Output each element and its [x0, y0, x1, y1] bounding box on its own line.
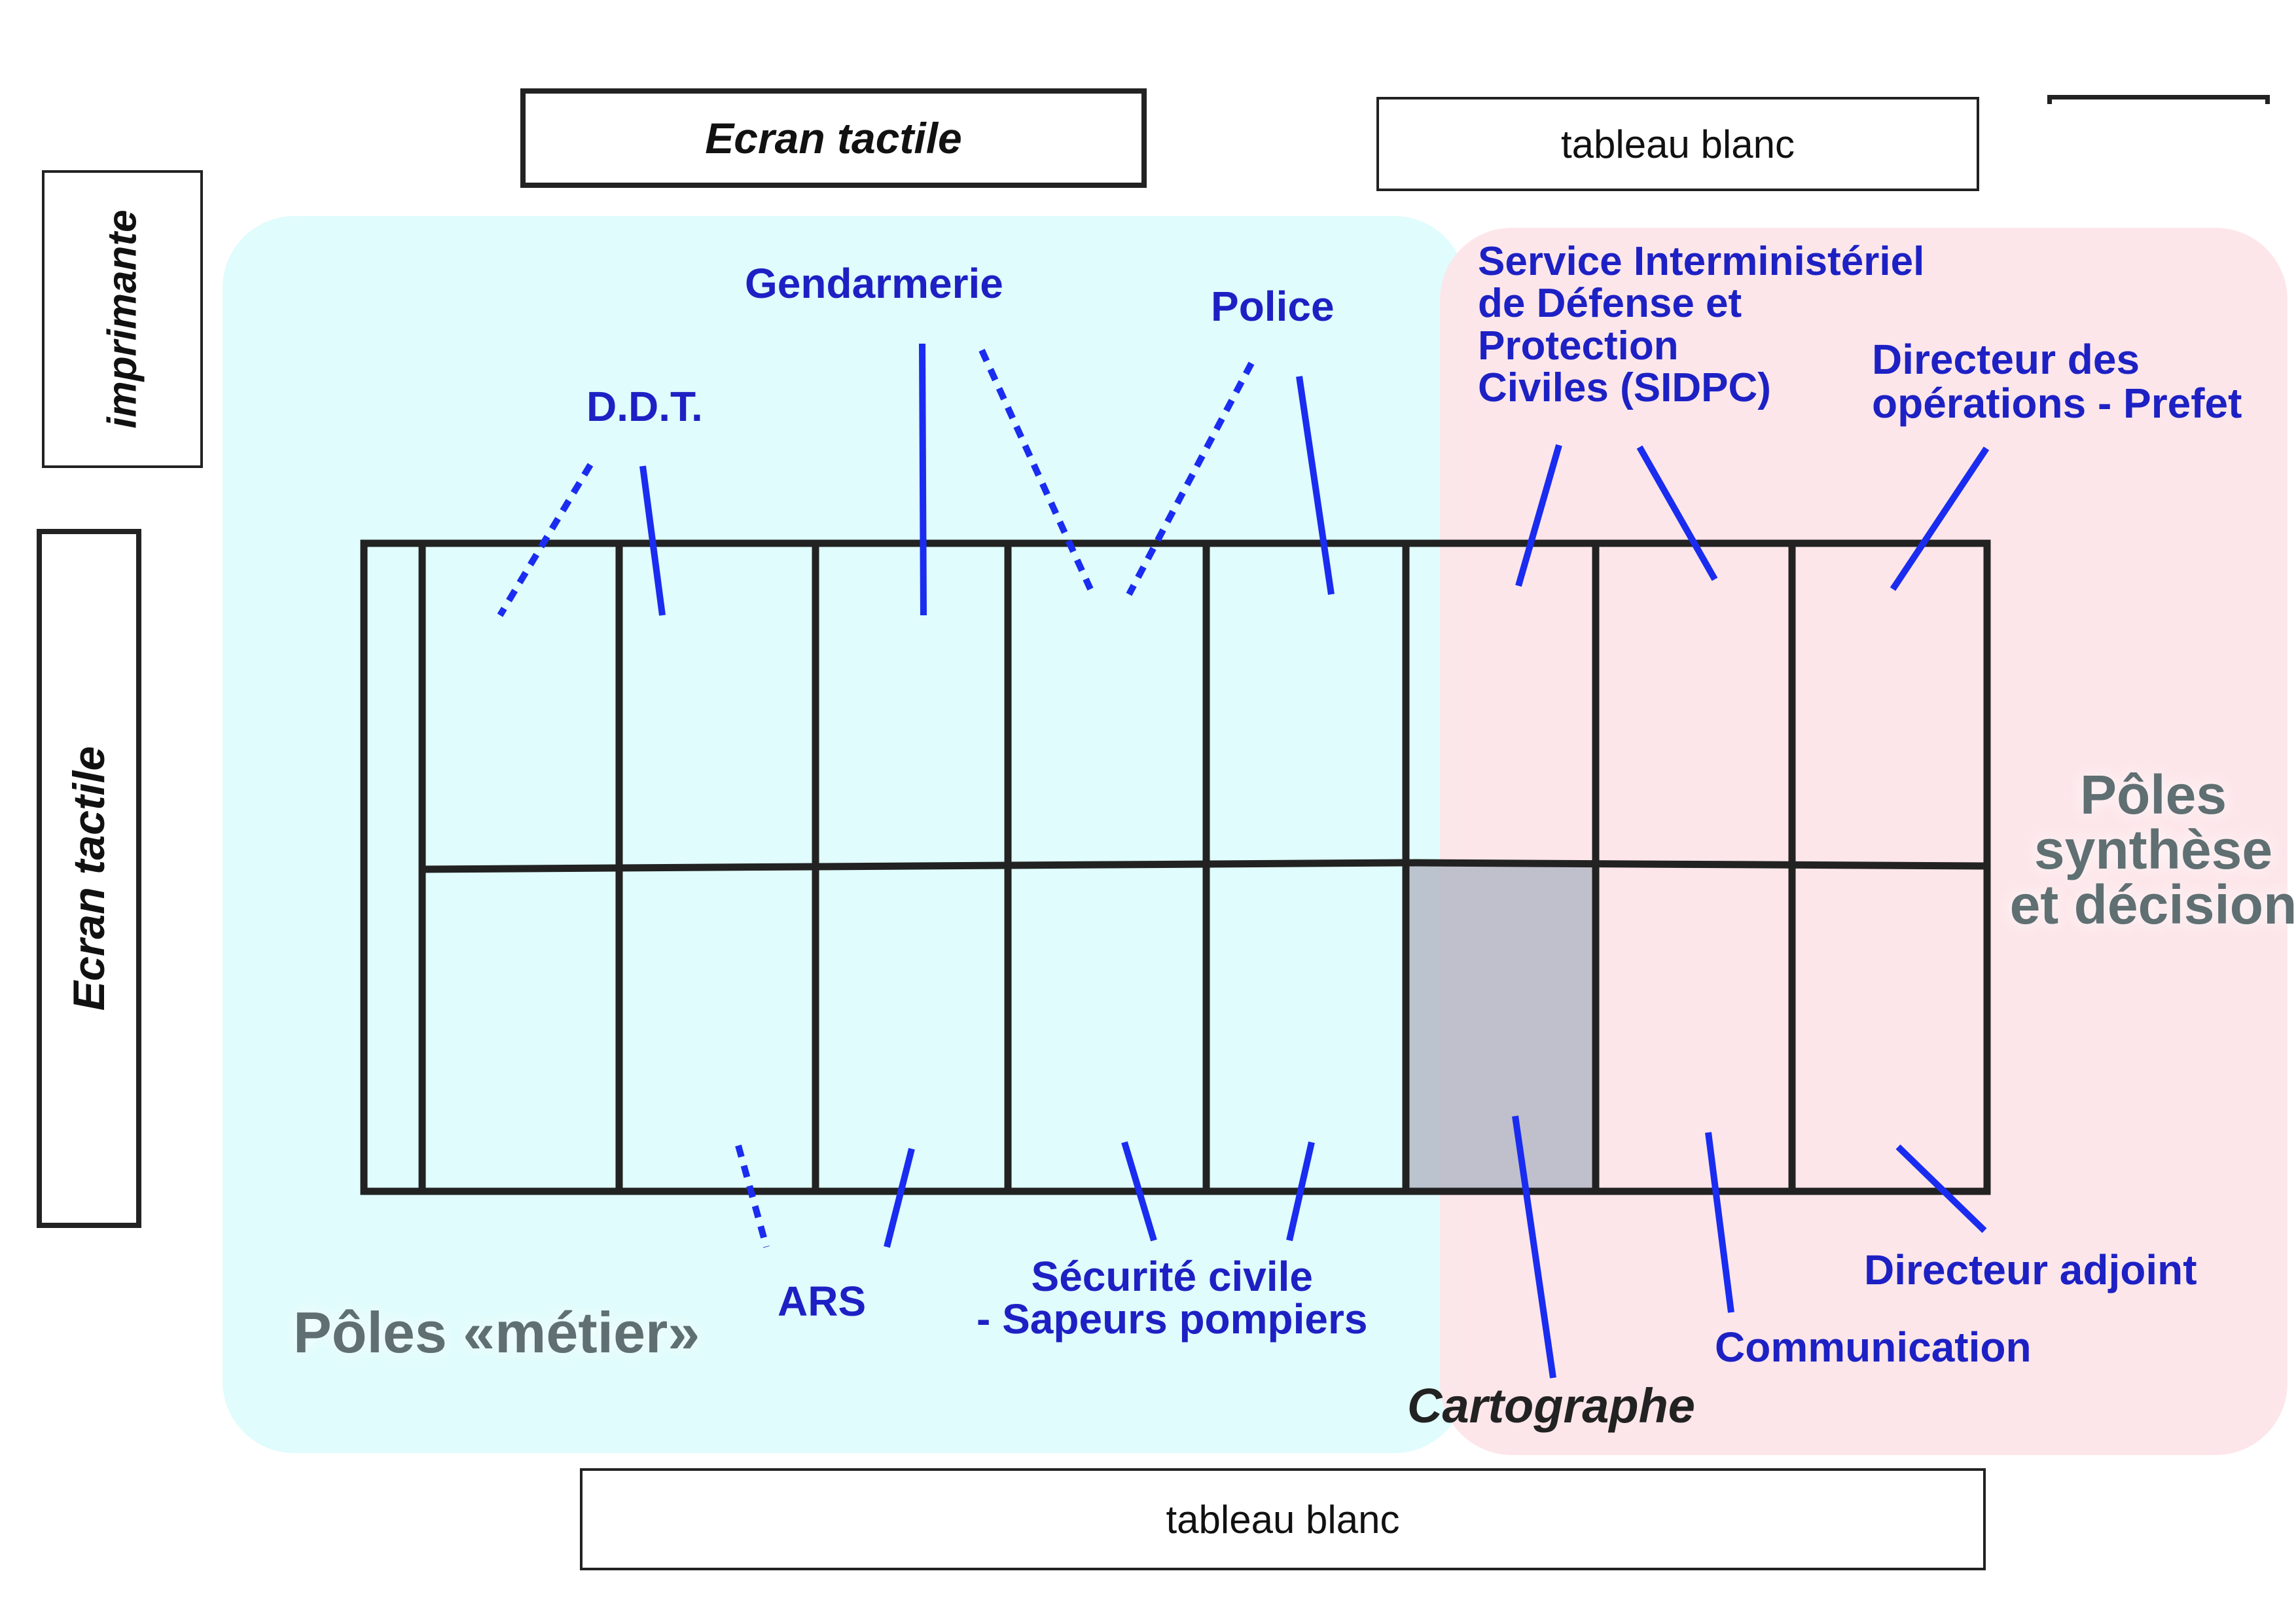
label-cartographe: Cartographe [1407, 1379, 1695, 1433]
zone-poles-metier [223, 216, 1466, 1453]
gendarmerie-pointer [919, 343, 927, 616]
label-sidpc: Service Interministériel de Défense et P… [1478, 239, 1925, 411]
communication-pointer [1705, 1132, 1734, 1313]
prefet-pointer [1890, 446, 1990, 591]
label-directeur-adjoint: Directeur adjoint [1864, 1246, 2197, 1293]
top-touchscreen-label: Ecran tactile [705, 114, 962, 162]
label-sidpc-line: de Défense et [1478, 281, 1742, 327]
pointer-lines [497, 343, 1990, 1379]
label-prefet-line: opérations - Prefet [1872, 380, 2242, 427]
cartographe-pointer [1512, 1115, 1556, 1379]
printer: imprimante [42, 170, 203, 468]
label-sidpc-line: Civiles (SIDPC) [1478, 365, 1771, 411]
ars-pointer [884, 1147, 915, 1248]
securite-pointer-b [1286, 1141, 1315, 1242]
label-securite-line: Sécurité civile [1031, 1253, 1313, 1300]
adjoint-pointer [1895, 1144, 1987, 1233]
bottom-whiteboard: tableau blanc [580, 1468, 1986, 1570]
cartographe-seat [1406, 866, 1596, 1191]
sidpc-pointer-b [1636, 445, 1718, 581]
label-sidpc-line: Protection [1478, 323, 1679, 369]
label-prefet-line: Directeur des [1872, 336, 2140, 383]
securite-pointer-a [1121, 1141, 1157, 1242]
police-pointer-dotted [1126, 361, 1255, 596]
zone-decision-title: Pôles synthèse et décision [2009, 764, 2296, 935]
label-sidpc-line: Service Interministériel [1478, 239, 1925, 284]
gendarmerie-pointer-dotted [978, 348, 1094, 591]
ars-pointer-dotted [735, 1144, 770, 1248]
top-touchscreen: Ecran tactile [520, 88, 1147, 188]
corner-mark [2047, 95, 2270, 104]
top-whiteboard: tableau blanc [1376, 97, 1979, 191]
ddt-pointer [639, 465, 666, 616]
label-police: Police [1211, 283, 1335, 330]
zone-metier-title: Pôles «métier» [293, 1300, 700, 1365]
label-ddt: D.D.T. [586, 383, 703, 430]
label-gendarmerie: Gendarmerie [745, 260, 1003, 307]
sidpc-pointer-a [1515, 444, 1562, 587]
label-communication: Communication [1715, 1324, 2032, 1371]
label-securite-civile: Sécurité civile - Sapeurs pompiers [977, 1255, 1368, 1341]
label-prefet: Directeur des opérations - Prefet [1872, 336, 2242, 427]
zone-poles-decision [1440, 228, 2287, 1455]
conference-table [360, 539, 1991, 1195]
ddt-pointer-dotted [497, 463, 594, 617]
left-touchscreen: Ecran tactile [37, 529, 141, 1228]
label-ars: ARS [778, 1278, 867, 1325]
top-whiteboard-label: tableau blanc [1561, 122, 1795, 166]
label-securite-line: - Sapeurs pompiers [977, 1295, 1368, 1343]
bottom-whiteboard-label: tableau blanc [1166, 1497, 1400, 1542]
police-pointer [1296, 376, 1335, 595]
